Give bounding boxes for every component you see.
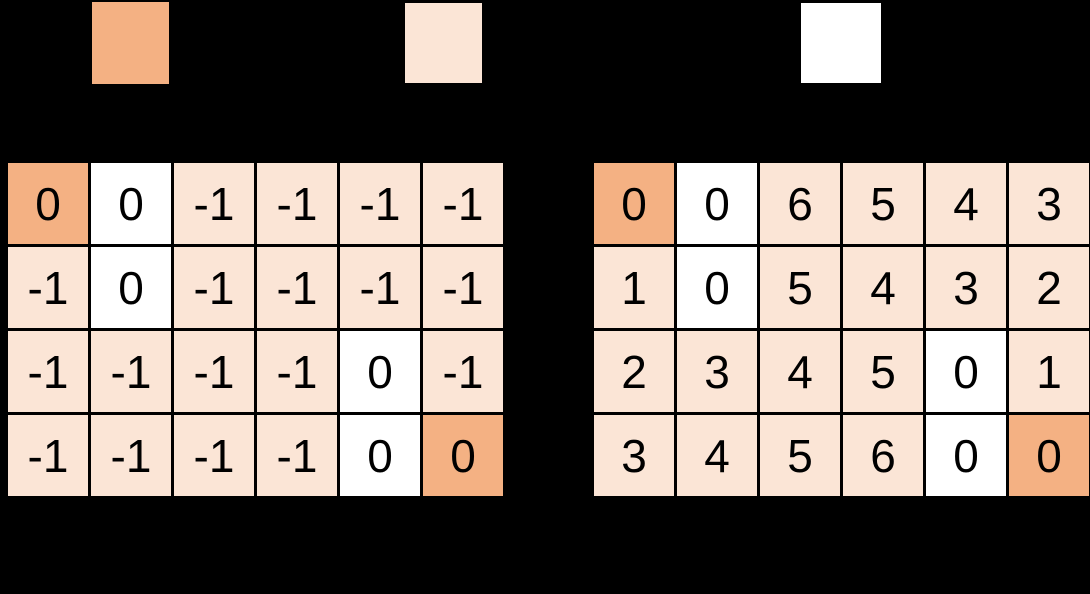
grid-cell: 0 — [594, 163, 674, 244]
grid-cell: -1 — [8, 247, 88, 328]
grid-cell: -1 — [8, 331, 88, 412]
grid-cell: -1 — [174, 415, 254, 496]
grid-cell: 3 — [926, 247, 1006, 328]
grid-cell: 6 — [760, 163, 840, 244]
grid-cell: 6 — [843, 415, 923, 496]
grid-cell: -1 — [257, 331, 337, 412]
grid-cell: 0 — [926, 331, 1006, 412]
grid-cell: -1 — [423, 163, 503, 244]
grid-cell: -1 — [423, 247, 503, 328]
grid-cell: 2 — [594, 331, 674, 412]
grid-cell: 3 — [677, 331, 757, 412]
grid-cell: 0 — [1009, 415, 1089, 496]
grid-cell: 0 — [677, 247, 757, 328]
grid-cell: -1 — [91, 415, 171, 496]
grid-cell: 0 — [91, 163, 171, 244]
grid-cell: 3 — [594, 415, 674, 496]
grid-cell: 0 — [91, 247, 171, 328]
grid-cell: 0 — [677, 163, 757, 244]
grid-cell: 5 — [843, 163, 923, 244]
grid-cell: 1 — [1009, 331, 1089, 412]
grid-cell: 0 — [340, 415, 420, 496]
grid-cell: 1 — [594, 247, 674, 328]
grid-cell: -1 — [257, 247, 337, 328]
grid-cell: 3 — [1009, 163, 1089, 244]
legend-swatch-peach — [405, 3, 482, 83]
grid-cell: 4 — [677, 415, 757, 496]
grid-cell: -1 — [340, 163, 420, 244]
grid-cell: -1 — [257, 163, 337, 244]
grid-cell: 4 — [760, 331, 840, 412]
grid-cell: 4 — [843, 247, 923, 328]
grid-cell: -1 — [174, 331, 254, 412]
grid-cell: 5 — [760, 415, 840, 496]
legend-swatch-orange — [92, 2, 169, 84]
grid-cell: 4 — [926, 163, 1006, 244]
grid-cell: -1 — [423, 331, 503, 412]
grid-cell: -1 — [8, 415, 88, 496]
grid-cell: -1 — [174, 163, 254, 244]
grid-cell: 0 — [926, 415, 1006, 496]
grid-cell: -1 — [91, 331, 171, 412]
grid-cell: 5 — [843, 331, 923, 412]
grid-cell: 0 — [8, 163, 88, 244]
legend-swatch-white — [801, 3, 881, 83]
grid-cell: 0 — [423, 415, 503, 496]
grid-cell: -1 — [257, 415, 337, 496]
grid-cell: -1 — [340, 247, 420, 328]
grid-cell: 0 — [340, 331, 420, 412]
grid-cell: 2 — [1009, 247, 1089, 328]
grid-cell: 5 — [760, 247, 840, 328]
grid-cell: -1 — [174, 247, 254, 328]
